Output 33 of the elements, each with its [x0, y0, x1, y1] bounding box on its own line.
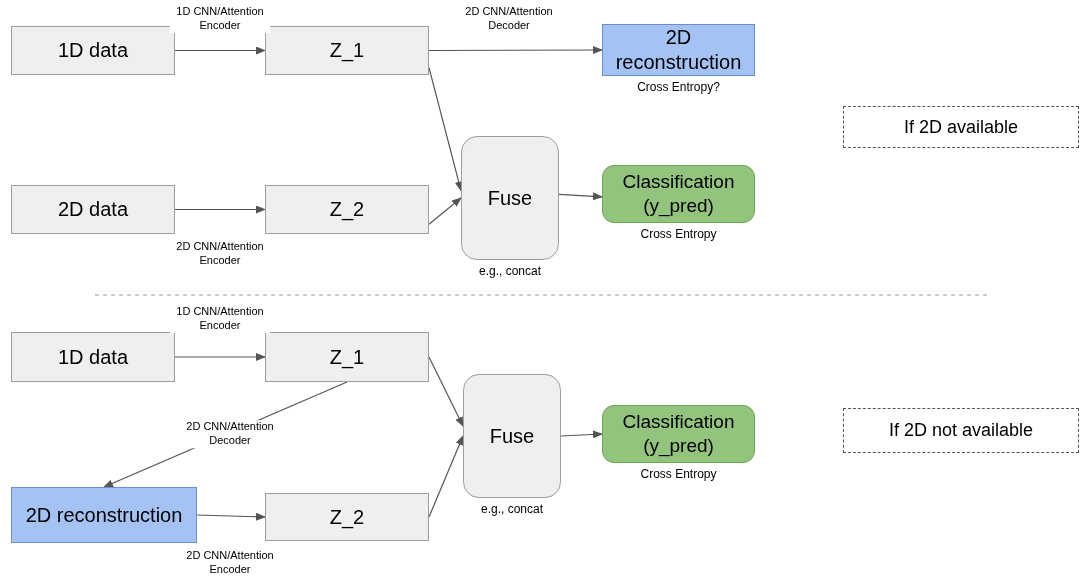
arrow: [174, 46, 266, 55]
process-box: 2D data: [11, 185, 175, 234]
node-label: Cross Entropy: [640, 227, 717, 242]
arrow: [560, 430, 603, 439]
process-box: 1D data: [11, 26, 175, 75]
node-label: e.g., concat: [481, 502, 543, 517]
arrow: [174, 353, 266, 361]
fuse-box: Fuse: [461, 136, 559, 260]
output-box: Classification (y_pred): [602, 165, 755, 223]
process-box: Z_1: [265, 26, 429, 75]
fuse-box: Fuse: [463, 374, 561, 498]
process-box: 1D data: [11, 332, 175, 382]
edge-label: 1D CNN/Attention Encoder: [170, 5, 270, 33]
arrow: [196, 512, 266, 521]
note-box: If 2D available: [843, 106, 1079, 148]
node-label: e.g., concat: [479, 264, 541, 279]
note-box: If 2D not available: [843, 408, 1079, 453]
process-box: Z_1: [265, 332, 429, 382]
process-box: Z_2: [265, 185, 429, 234]
output-box: Classification (y_pred): [602, 405, 755, 463]
arrow: [428, 197, 462, 225]
arrow: [428, 435, 464, 518]
node-label: Cross Entropy?: [637, 80, 720, 95]
arrow: [558, 192, 603, 201]
arrow: [428, 67, 463, 192]
process-box: Z_2: [265, 493, 429, 541]
output-box: 2D reconstruction: [11, 487, 197, 543]
arrow: [428, 46, 603, 55]
arrow: [428, 356, 464, 427]
edge-label: 1D CNN/Attention Encoder: [170, 305, 270, 333]
node-label: Cross Entropy: [640, 467, 717, 482]
arrow: [174, 205, 266, 214]
output-box: 2D reconstruction: [602, 24, 755, 76]
